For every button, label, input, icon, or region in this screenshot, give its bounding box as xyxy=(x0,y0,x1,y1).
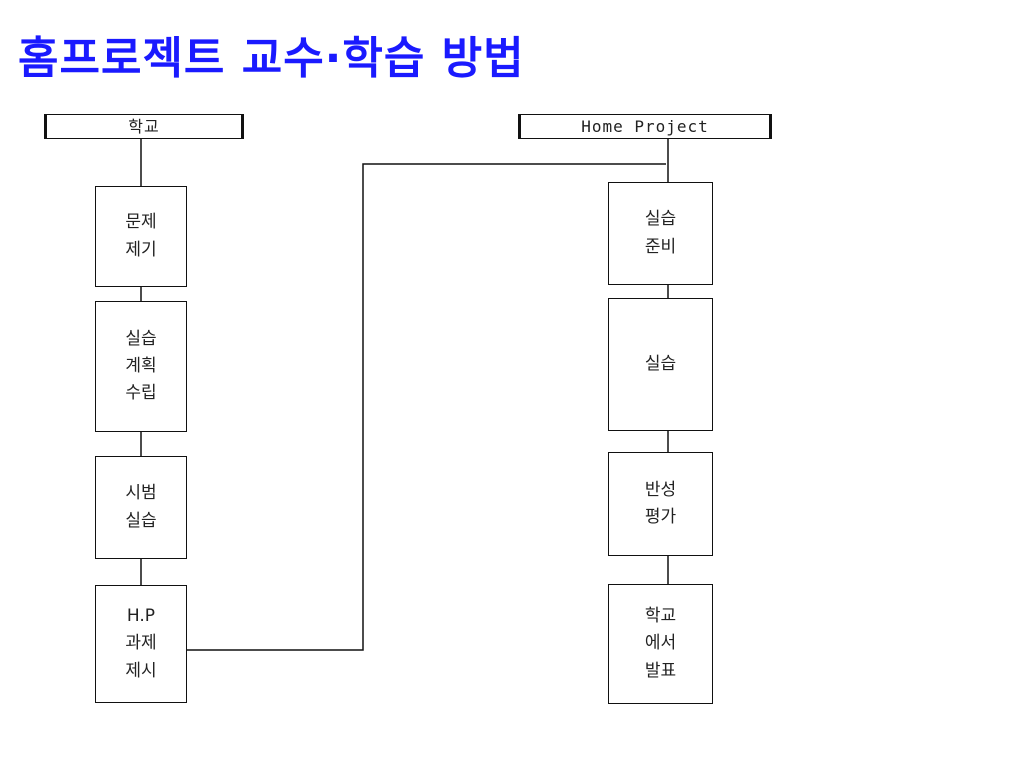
left-step-box-4: H.P 과제 제시 xyxy=(95,585,187,703)
step-line: 실습 xyxy=(644,209,677,230)
step-line: 실습 xyxy=(125,510,157,531)
step-line: 문제 xyxy=(125,212,157,233)
step-line: 제기 xyxy=(125,239,157,260)
right-header-label: Home Project xyxy=(581,116,709,136)
left-step-box-3: 시범 실습 xyxy=(95,456,187,559)
right-step-box-3: 반성 평가 xyxy=(608,452,713,556)
step-line: 준비 xyxy=(644,236,677,257)
left-step-box-2: 실습 계획 수립 xyxy=(95,301,187,432)
step-line: 수립 xyxy=(125,383,157,404)
step-line: H.P xyxy=(126,606,156,627)
right-step-box-2: 실습 xyxy=(608,298,713,431)
step-line: 실습 xyxy=(125,328,157,349)
left-header-box: 학교 xyxy=(44,114,244,139)
step-line: 제시 xyxy=(125,660,157,681)
left-step-box-1: 문제 제기 xyxy=(95,186,187,287)
step-line: 계획 xyxy=(125,355,157,376)
step-line: 반성 xyxy=(644,479,677,500)
step-line: 에서 xyxy=(644,633,677,654)
left-header-label: 학교 xyxy=(128,116,160,136)
connector-hp-to-home-project xyxy=(186,163,666,651)
step-line: 발표 xyxy=(644,660,677,681)
right-step-box-1: 실습 준비 xyxy=(608,182,713,285)
step-line: 과제 xyxy=(125,633,157,654)
page-title: 홈프로젝트 교수·학습 방법 xyxy=(18,33,525,84)
step-line: 평가 xyxy=(644,507,677,527)
step-line: 학교 xyxy=(644,606,677,627)
right-step-box-4: 학교 에서 발표 xyxy=(608,584,713,704)
right-header-box: Home Project xyxy=(518,114,772,139)
step-line: 실습 xyxy=(644,353,677,374)
step-line: 시범 xyxy=(125,483,157,504)
